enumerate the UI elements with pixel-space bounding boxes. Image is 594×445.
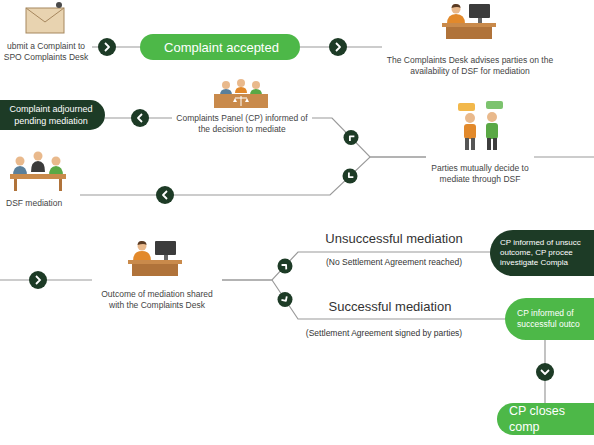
- parties-icon: [458, 101, 503, 150]
- node-text: Outcome of mediation shared with the Com…: [94, 289, 220, 311]
- process-pill: CP closes comp: [497, 403, 594, 435]
- flow-chevron-marker: [536, 363, 554, 381]
- chevron: [163, 191, 167, 199]
- scales-beam: [235, 98, 247, 99]
- flow-chevron-marker: [344, 130, 359, 145]
- flow-chevron-circle: [29, 271, 47, 289]
- person-head: [465, 113, 475, 123]
- step-node: The Complaints Desk advises parties on t…: [382, 0, 558, 80]
- person-body: [464, 124, 476, 139]
- flow-connector: [222, 252, 490, 280]
- person-head: [34, 152, 43, 161]
- chevron-circle: [156, 186, 174, 204]
- step-node: Complaints Panel (CP) informed of the de…: [172, 78, 312, 138]
- chevron-circle: [329, 38, 347, 56]
- process-pill: CP informed of unsucc outcome, CP procee…: [490, 230, 594, 276]
- envelope-icon: [26, 2, 64, 33]
- speech-bubble: [458, 103, 475, 111]
- chevron: [541, 370, 549, 374]
- flow-chevron: [36, 276, 40, 284]
- flow-chevron-marker: [98, 38, 116, 56]
- chevron-circle: [278, 292, 293, 307]
- desk-officer-icon: [442, 4, 496, 39]
- note-text: (No Settlement Agreement reached): [314, 257, 474, 267]
- scales-pans: [233, 98, 249, 102]
- chevron: [281, 296, 288, 302]
- step-node: ubmit a Complaint to SPO Complaints Desk: [0, 2, 92, 66]
- chevron: [348, 134, 355, 141]
- envelope-stamp: [56, 2, 62, 8]
- node-text: Complaints Panel (CP) informed of the de…: [174, 113, 310, 135]
- chevron: [347, 173, 354, 180]
- desk-officer-icon: [128, 241, 182, 276]
- chevron-circle: [343, 169, 358, 184]
- step-node: DSF mediation: [0, 146, 80, 212]
- node-text: ubmit a Complaint to SPO Complaints Desk: [2, 41, 90, 63]
- flow-chevron-marker: [156, 186, 174, 204]
- chevron: [138, 114, 142, 122]
- envelope-flap: [26, 8, 64, 22]
- node-text: CP closes comp: [509, 403, 591, 435]
- node-text: Complaint adjourned pending mediation: [0, 103, 102, 127]
- flow-connector: [312, 118, 426, 157]
- person-leg: [493, 138, 497, 150]
- step-node: Parties mutually decide to mediate throu…: [426, 100, 534, 188]
- chevron-circle: [536, 363, 554, 381]
- panel-bench: [214, 94, 268, 108]
- flow-chevron-marker: [278, 292, 293, 307]
- panel-member-head: [222, 81, 230, 89]
- person-head: [52, 157, 61, 166]
- flow-chevron-marker: [131, 109, 149, 127]
- flow-chevron-marker: [278, 259, 293, 274]
- node-text: DSF mediation: [6, 198, 78, 209]
- panel-member-body: [235, 87, 247, 93]
- person-leg: [487, 138, 491, 150]
- meeting-table: [10, 174, 66, 179]
- chevron: [282, 263, 289, 270]
- edge-label: Successful mediation: [310, 299, 470, 314]
- edge-label: Unsuccessful mediation: [314, 231, 474, 246]
- flow-connector: [80, 157, 426, 195]
- chevron-circle: [98, 38, 116, 56]
- flow-connector: [222, 280, 505, 319]
- speech-bubble: [486, 101, 503, 109]
- panel-member-head: [252, 81, 260, 89]
- person-leg: [465, 138, 469, 150]
- node-text: CP informed of unsucc outcome, CP procee…: [500, 238, 591, 268]
- table-leg: [59, 179, 62, 191]
- flow-chevron-marker: [329, 38, 347, 56]
- node-text: The Complaints Desk advises parties on t…: [384, 55, 556, 77]
- flow-chevron-marker: [343, 169, 358, 184]
- node-text: Parties mutually decide to mediate throu…: [428, 163, 532, 185]
- note-text: (Settlement Agreement signed by parties): [299, 328, 469, 338]
- chevron-circle: [131, 109, 149, 127]
- person-leg: [471, 138, 475, 150]
- step-node: Outcome of mediation shared with the Com…: [92, 238, 222, 314]
- process-pill: CP informed of successful outco: [505, 298, 594, 340]
- process-pill: Complaint accepted: [140, 34, 300, 60]
- node-text: CP informed of successful outco: [517, 308, 591, 330]
- person-body: [31, 161, 45, 172]
- process-pill: Complaint adjourned pending mediation: [0, 100, 105, 130]
- person-body: [486, 123, 498, 139]
- chevron-circle: [278, 259, 293, 274]
- person-head: [16, 157, 25, 166]
- panel-member-head: [237, 79, 245, 87]
- table-leg: [14, 179, 17, 191]
- chevron: [336, 43, 340, 51]
- node-text: Complaint accepted: [146, 39, 297, 56]
- envelope-body: [26, 8, 64, 33]
- chevron: [105, 43, 109, 51]
- person-head: [487, 112, 497, 122]
- panel-icon: [214, 79, 268, 108]
- chevron-circle: [344, 130, 359, 145]
- mediation-meeting-icon: [10, 152, 66, 192]
- outgoing-flow-line: [534, 156, 594, 157]
